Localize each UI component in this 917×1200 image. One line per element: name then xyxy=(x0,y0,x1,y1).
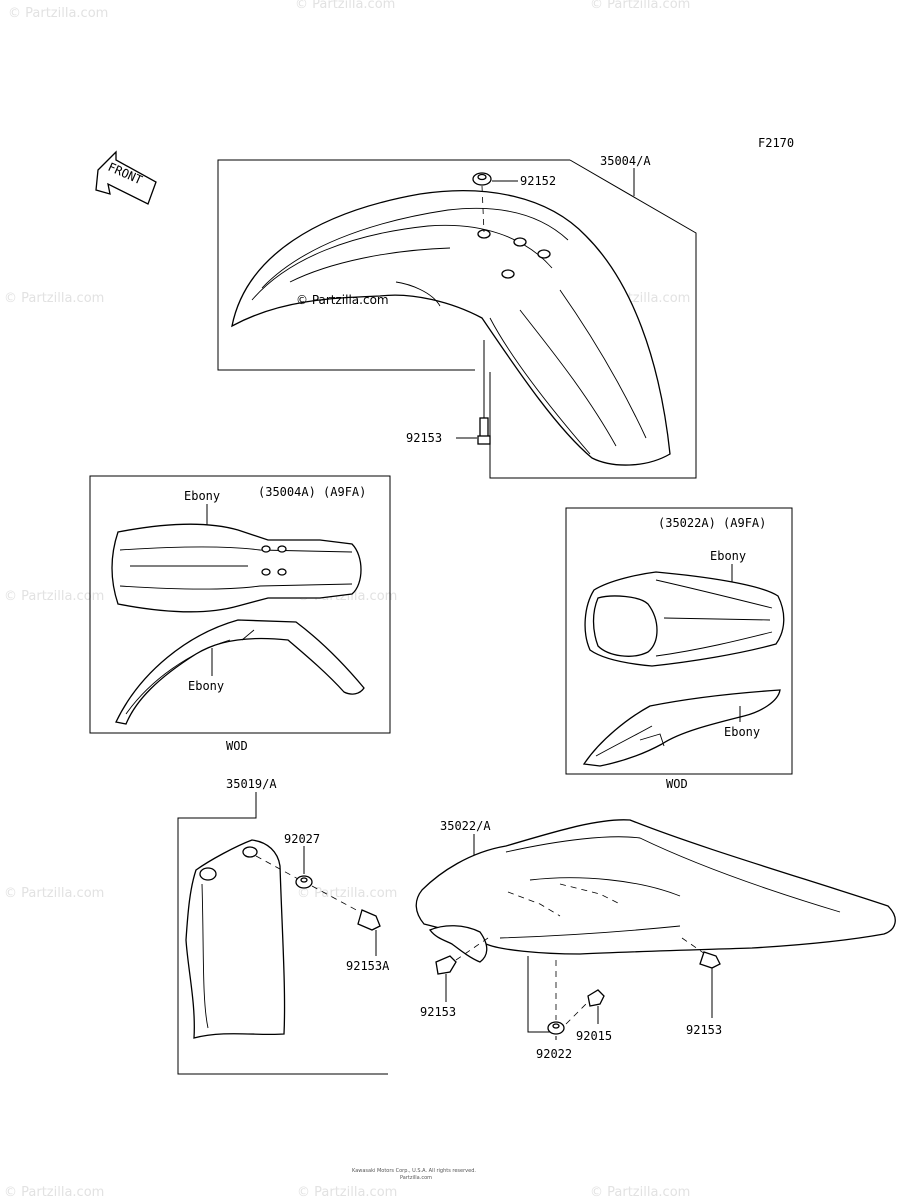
footer-line-2: Partzilla.com xyxy=(400,1175,432,1181)
watermark: © Partzilla.com xyxy=(4,886,104,901)
watermark: © Partzilla.com xyxy=(4,291,104,306)
watermark: © Partzilla.com xyxy=(590,1185,690,1200)
rear-variant-box: (35022A) (A9FA) Ebony Ebony WOD xyxy=(565,507,793,791)
watermark: © Partzilla.com xyxy=(297,1185,397,1200)
label-35019a: 35019/A xyxy=(226,777,277,791)
label-35004a: 35004/A xyxy=(600,154,651,168)
label-35022a: 35022/A xyxy=(440,819,491,833)
label-front-ebony-top: Ebony xyxy=(184,489,220,503)
watermark: © Partzilla.com xyxy=(8,6,108,21)
label-92027: 92027 xyxy=(284,832,320,846)
label-92153a: 92153A xyxy=(346,959,390,973)
label-rear-ebony-side: Ebony xyxy=(724,725,760,739)
watermark: © Partzilla.com xyxy=(590,0,690,12)
front-fender-group: © Partzilla.com 92152 92153 35004/A xyxy=(217,154,697,479)
label-92015: 92015 xyxy=(576,1029,612,1043)
label-rear-ebony-top: Ebony xyxy=(710,549,746,563)
mud-flap-group: 35019/A 92027 92153A xyxy=(177,777,390,1075)
collar-92015 xyxy=(587,989,605,1007)
footer: Kawasaki Motors Corp., U.S.A. All rights… xyxy=(352,1168,476,1181)
front-arrow-icon: FRONT xyxy=(95,150,157,205)
watermark: © Partzilla.com xyxy=(297,886,397,901)
bolt-92153-left xyxy=(435,955,457,975)
label-92153-rear-left: 92153 xyxy=(420,1005,456,1019)
label-92153-rear-right: 92153 xyxy=(686,1023,722,1037)
label-92153-front: 92153 xyxy=(406,431,442,445)
label-rear-wod: WOD xyxy=(666,777,688,791)
front-variant-box: (35004A) (A9FA) Ebony Ebony WOD xyxy=(89,475,391,753)
bolt-92153a xyxy=(357,909,381,931)
rear-fender-group: 35022/A 92153 92153 92022 92015 xyxy=(415,819,896,1061)
label-92152: 92152 xyxy=(520,174,556,188)
fender-watermark: © Partzilla.com xyxy=(296,293,389,307)
diagram-code: F2170 xyxy=(758,136,794,150)
label-front-ebony-side: Ebony xyxy=(188,679,224,693)
label-front-wod: WOD xyxy=(226,739,248,753)
bolt-92153-right xyxy=(699,951,721,969)
footer-line-1: Kawasaki Motors Corp., U.S.A. All rights… xyxy=(352,1168,476,1174)
label-rear-variant-code: (35022A) (A9FA) xyxy=(658,516,766,530)
watermark: © Partzilla.com xyxy=(295,0,395,12)
label-front-variant-code: (35004A) (A9FA) xyxy=(258,485,366,499)
watermark: © Partzilla.com xyxy=(4,1185,104,1200)
watermark: © Partzilla.com xyxy=(4,589,104,604)
label-92022: 92022 xyxy=(536,1047,572,1061)
